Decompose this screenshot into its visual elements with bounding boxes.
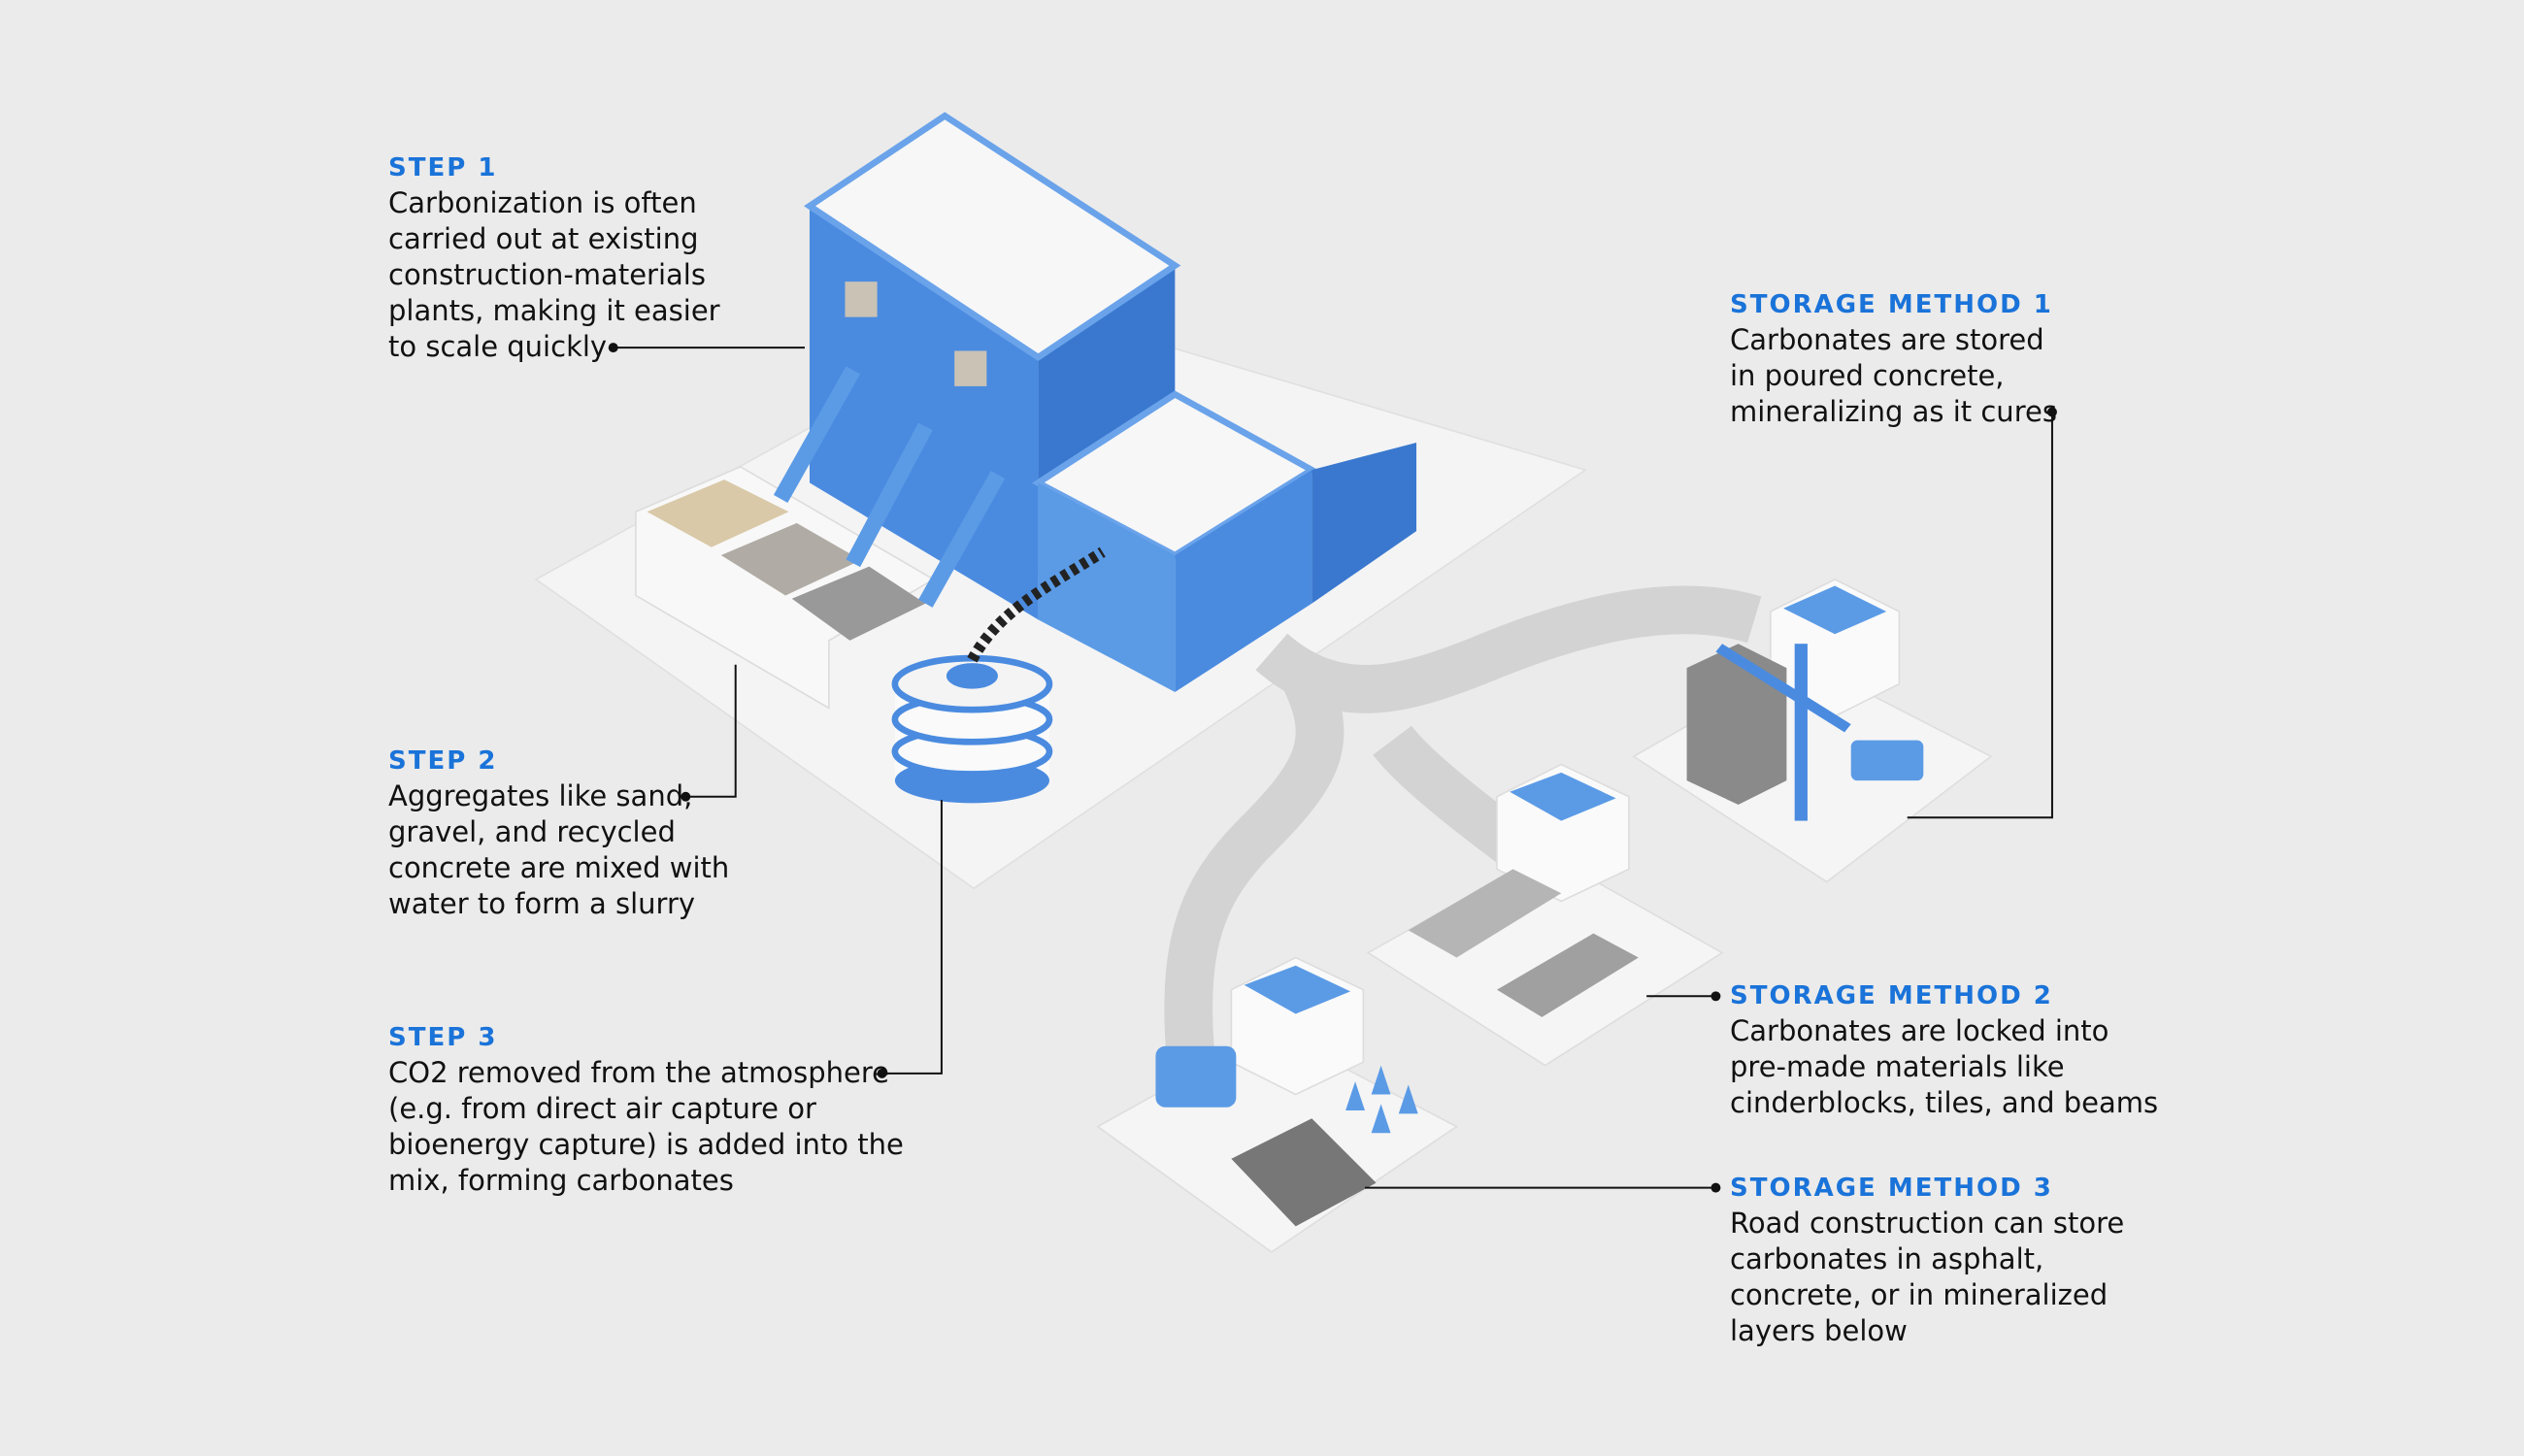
step-description: CO2 removed from the atmosphere (e.g. fr…	[388, 1056, 904, 1197]
step-description: Aggregates like sand, gravel, and recycl…	[388, 779, 730, 920]
storage-label: STORAGE METHOD 3	[1730, 1174, 2053, 1203]
step-1-callout: STEP 1 Carbonization is often carried ou…	[388, 150, 720, 365]
sand-pile	[647, 480, 789, 547]
storage-description: Road construction can store carbonates i…	[1730, 1207, 2125, 1347]
storage-building	[1496, 763, 1630, 903]
traffic-cones	[1345, 1065, 1418, 1134]
recycled-concrete-pile	[791, 566, 926, 641]
step-label: STEP 2	[388, 746, 498, 776]
connector-dots	[608, 343, 2057, 1193]
connector-lines	[613, 347, 2053, 1189]
road	[1164, 665, 1345, 1131]
mixer-truck	[1850, 740, 1924, 781]
mixing-silo	[891, 546, 1106, 804]
step-label: STEP 3	[388, 1023, 498, 1052]
storage-label: STORAGE METHOD 1	[1730, 290, 2053, 319]
road-roller	[1155, 1045, 1237, 1108]
cinderblocks	[1496, 933, 1639, 1017]
step-label: STEP 1	[388, 153, 498, 182]
factory-building	[773, 112, 1417, 692]
connector-step-3	[881, 800, 943, 1075]
storage-method-3-callout: STORAGE METHOD 3 Road construction can s…	[1730, 1171, 2124, 1349]
step-2-callout: STEP 2 Aggregates like sand, gravel, and…	[388, 744, 729, 922]
connector-storage-1	[1907, 412, 2053, 819]
storage-label: STORAGE METHOD 2	[1730, 981, 2053, 1010]
road	[1255, 585, 1762, 713]
storage-method-2-callout: STORAGE METHOD 2 Carbonates are locked i…	[1730, 978, 2158, 1121]
gravel-pile	[720, 522, 862, 596]
storage-description: Carbonates are stored in poured concrete…	[1730, 323, 2057, 428]
building-frame	[1686, 644, 1787, 805]
step-description: Carbonization is often carried out at ex…	[388, 186, 720, 363]
connector-step-2	[685, 664, 737, 798]
storage-method-1-callout: STORAGE METHOD 1 Carbonates are stored i…	[1730, 287, 2057, 430]
asphalt	[1231, 1118, 1377, 1227]
step-3-callout: STEP 3 CO2 removed from the atmosphere (…	[388, 1020, 904, 1199]
storage-description: Carbonates are locked into pre-made mate…	[1730, 1014, 2159, 1119]
beams	[1408, 869, 1562, 958]
crane	[1794, 644, 1808, 821]
crane-arm	[1715, 644, 1851, 733]
